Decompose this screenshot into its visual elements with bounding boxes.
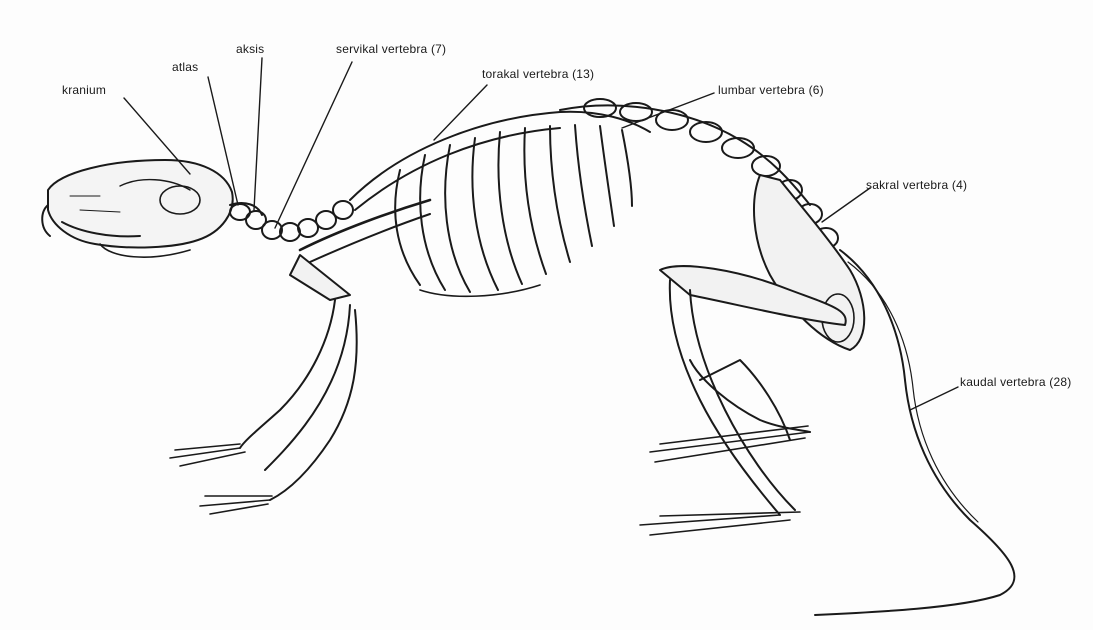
- label-kaudal: kaudal vertebra (28): [960, 375, 1071, 389]
- label-lumbar: lumbar vertebra (6): [718, 83, 824, 97]
- label-kranium: kranium: [62, 83, 106, 97]
- label-servikal: servikal vertebra (7): [336, 42, 446, 56]
- skull: [42, 160, 232, 257]
- hindlimb: [640, 266, 846, 535]
- label-aksis: aksis: [236, 42, 264, 56]
- ribcage: [300, 112, 650, 297]
- forelimb: [170, 255, 357, 514]
- label-torakal: torakal vertebra (13): [482, 67, 594, 81]
- label-atlas: atlas: [172, 60, 198, 74]
- label-sakral: sakral vertebra (4): [866, 178, 967, 192]
- leader-lines: [124, 58, 958, 410]
